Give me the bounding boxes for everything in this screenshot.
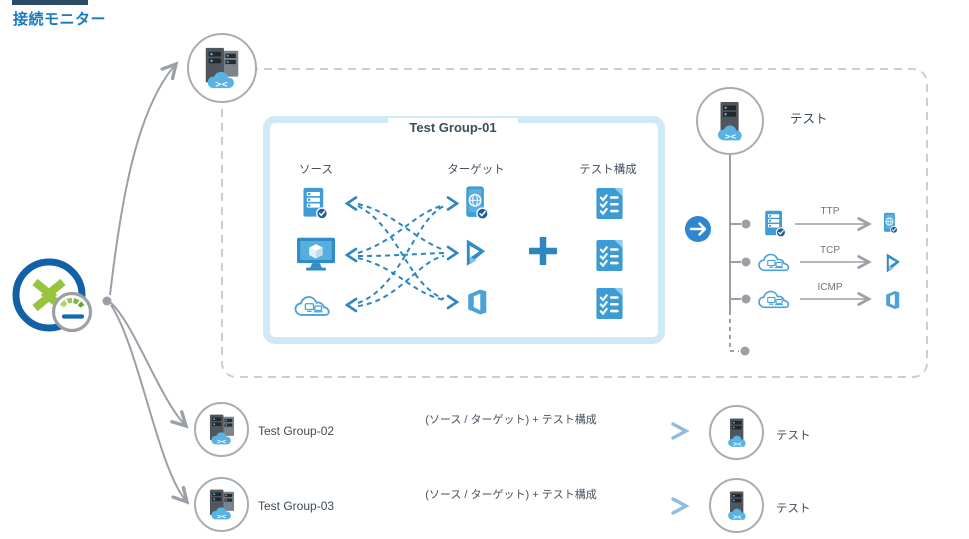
- hub-junction-dot: [102, 296, 112, 306]
- server-cluster-cloud-rdp-icon: [205, 488, 239, 521]
- test-node-top-label: テスト: [790, 112, 828, 126]
- protocol-label-ttp: TTP: [820, 206, 840, 217]
- target-app-icon: [463, 185, 489, 222]
- target-column-header: ターゲット: [447, 164, 505, 176]
- target-dynamics-icon: [463, 239, 488, 268]
- test-node-group3: [709, 478, 764, 533]
- test-config-icon: [594, 238, 625, 273]
- server-cloud-rdp-icon: [711, 100, 749, 142]
- test-config-icon: [594, 186, 625, 221]
- test-node-group2: [709, 405, 764, 460]
- branch-target-app-icon: [882, 212, 898, 235]
- group2-label: Test Group-02: [258, 424, 335, 438]
- source-vm-icon: [295, 236, 337, 274]
- test-config-icon: [594, 286, 625, 321]
- group3-node: [194, 477, 249, 532]
- arrow-hub-to-group3: [110, 304, 190, 505]
- group2-test-label: テスト: [776, 430, 811, 442]
- config-column-header: テスト構成: [579, 164, 637, 176]
- group3-arrow-label: (ソース / ターゲット) + テスト構成: [425, 489, 597, 501]
- test-spine-dashed: [729, 311, 739, 352]
- page-title: 接続モニター: [13, 11, 107, 28]
- connection-monitor-icon: [12, 258, 93, 333]
- cropped-heading-fragment: [12, 0, 88, 5]
- test-group-01-panel-title: Test Group-01: [388, 118, 518, 137]
- server-cloud-rdp-icon: [723, 490, 751, 521]
- arrow-hub-to-group1: [109, 61, 179, 296]
- group1-node: [187, 33, 257, 103]
- protocol-label-icmp: ICMP: [817, 282, 843, 293]
- branch-stubs: [730, 223, 741, 300]
- source-column-header: ソース: [299, 164, 333, 176]
- branch-target-office-icon: [883, 290, 902, 310]
- protocol-label-tcp: TCP: [820, 245, 840, 256]
- branch-server-icon: [763, 210, 787, 238]
- branch-dots: [740, 219, 751, 356]
- branch-cloud-icon: [757, 287, 792, 311]
- source-cloud-icon: [293, 292, 333, 319]
- branch-cloud-icon: [757, 250, 792, 274]
- server-cloud-rdp-icon: [723, 417, 751, 448]
- server-cluster-cloud-rdp-icon: [205, 413, 239, 446]
- target-office-icon: [464, 288, 490, 316]
- forward-arrow-icon: [685, 216, 711, 242]
- test-node-top: [696, 87, 764, 155]
- group3-label: Test Group-03: [258, 499, 335, 513]
- arrow-hub-to-group2: [110, 302, 189, 429]
- group2-arrow-label: (ソース / ターゲット) + テスト構成: [425, 414, 597, 426]
- server-cluster-cloud-rdp-icon: [199, 46, 245, 90]
- source-server-icon: [301, 187, 329, 220]
- branch-target-dynamics-icon: [884, 253, 902, 274]
- group2-node: [194, 402, 249, 457]
- group3-test-label: テスト: [776, 503, 811, 515]
